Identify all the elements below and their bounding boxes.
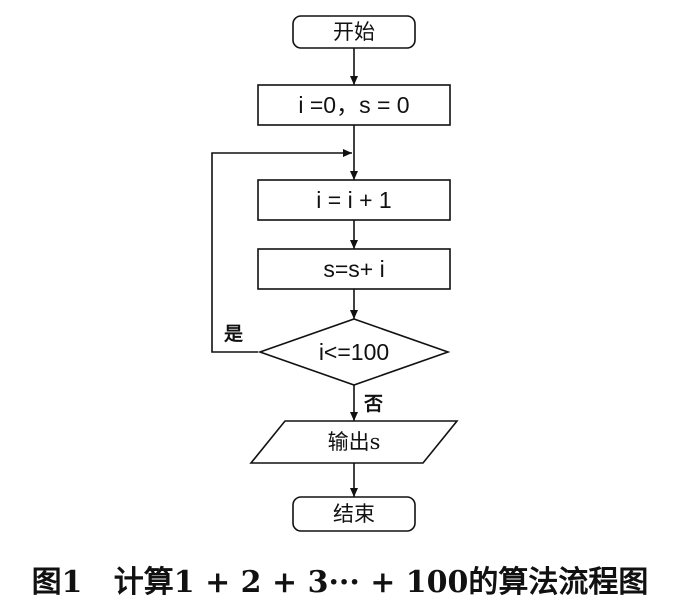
- figure-caption: 图1 计算1 + 2 + 3··· + 100的算法流程图: [32, 565, 649, 600]
- increment-process-box: [257, 179, 451, 221]
- yes-branch-label: 是: [224, 323, 243, 345]
- end-label: 结束: [333, 502, 375, 526]
- init-process-box: [257, 84, 451, 126]
- accumulate-label: s=s+ i: [323, 256, 384, 282]
- init-label: i =0，s = 0: [298, 92, 409, 118]
- accumulate-process-box: [257, 248, 451, 290]
- output-parallelogram: [249, 420, 459, 464]
- no-branch-label: 否: [363, 393, 383, 415]
- increment-label: i = i + 1: [316, 187, 391, 213]
- output-label: 输出s: [328, 430, 381, 454]
- condition-label: i<=100: [319, 339, 389, 365]
- start-label: 开始: [333, 20, 375, 44]
- loop-back-arrow: [211, 149, 352, 353]
- end-terminator: [292, 496, 416, 532]
